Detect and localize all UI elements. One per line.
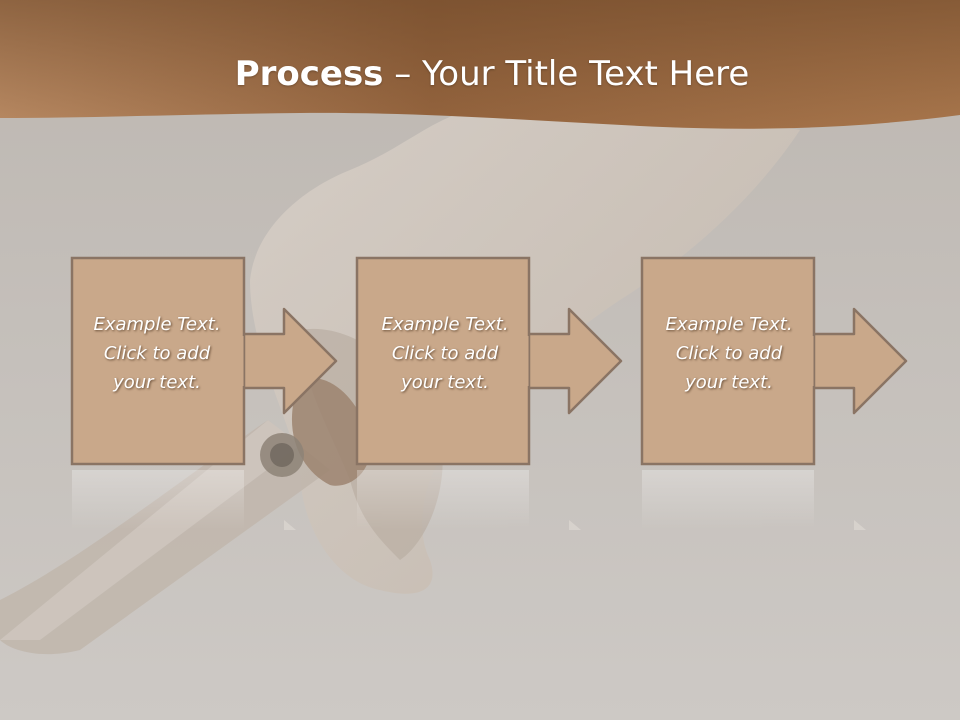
step-2-arrow <box>523 307 623 415</box>
step-2-text[interactable]: Example Text. Click to add your text. <box>358 310 532 397</box>
step-3-arrow <box>808 307 908 415</box>
title-rest: – Your Title Text Here <box>383 54 750 94</box>
reflections <box>72 470 866 530</box>
header-band <box>0 0 960 129</box>
step-2-line-2: Click to add <box>391 343 499 364</box>
step-1-box <box>70 256 246 466</box>
step-3 <box>640 256 908 466</box>
step-3-text[interactable]: Example Text. Click to add your text. <box>642 310 816 397</box>
step-2-line-3: your text. <box>401 372 489 393</box>
step-1-line-2: Click to add <box>103 343 211 364</box>
step-2-line-1: Example Text. <box>381 314 509 335</box>
step-3-line-1: Example Text. <box>665 314 793 335</box>
step-2-box <box>355 256 531 466</box>
step-3-line-3: your text. <box>685 372 773 393</box>
slide-title[interactable]: Process – Your Title Text Here <box>0 52 960 96</box>
step-3-box <box>640 256 816 466</box>
title-bold: Process <box>234 54 384 94</box>
step-1-arrow <box>238 307 338 415</box>
step-1 <box>70 256 338 466</box>
step-1-line-3: your text. <box>113 372 201 393</box>
step-3-line-2: Click to add <box>675 343 783 364</box>
step-2 <box>355 256 623 466</box>
step-1-text[interactable]: Example Text. Click to add your text. <box>70 310 244 397</box>
step-1-line-1: Example Text. <box>93 314 221 335</box>
